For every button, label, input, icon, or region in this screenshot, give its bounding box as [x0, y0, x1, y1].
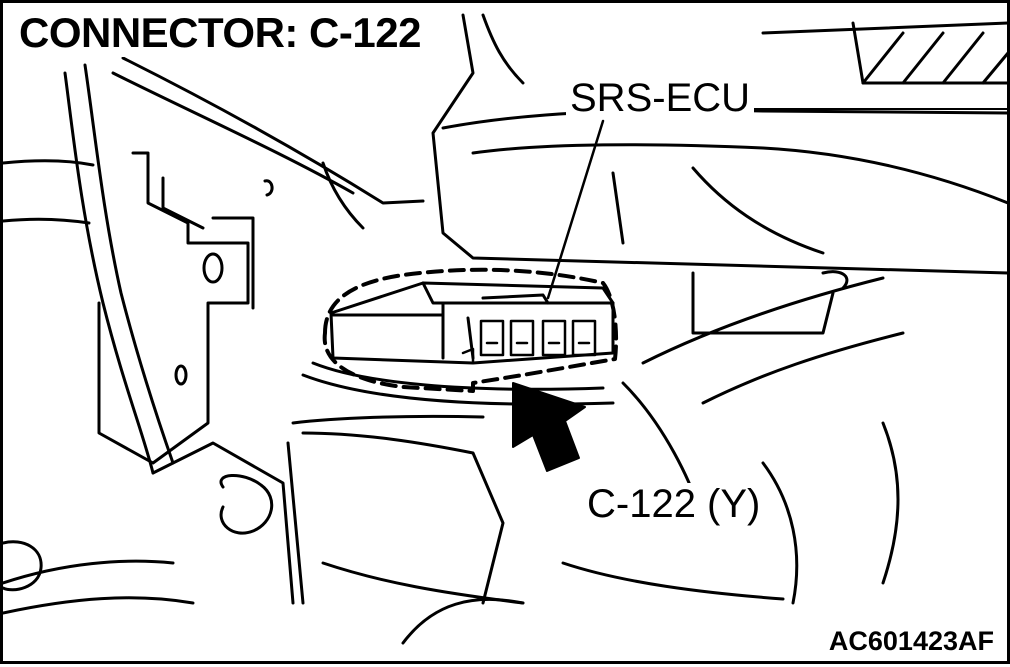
connector-pointer-arrow [512, 382, 586, 472]
diagram-title: CONNECTOR: C-122 [13, 9, 427, 58]
left-bracket [3, 63, 295, 615]
srs-ecu-module [301, 281, 615, 406]
dashed-highlight-outline [322, 267, 619, 393]
figure-code: AC601423AF [825, 626, 997, 657]
dashboard-lines [3, 13, 1010, 275]
lower-lines [286, 414, 525, 645]
connector-label: C-122 (Y) [583, 483, 765, 525]
srs-ecu-label: SRS-ECU [566, 77, 755, 119]
srs-ecu-leader-line [546, 119, 605, 300]
right-housing [561, 270, 905, 605]
line-drawing [3, 13, 1010, 645]
